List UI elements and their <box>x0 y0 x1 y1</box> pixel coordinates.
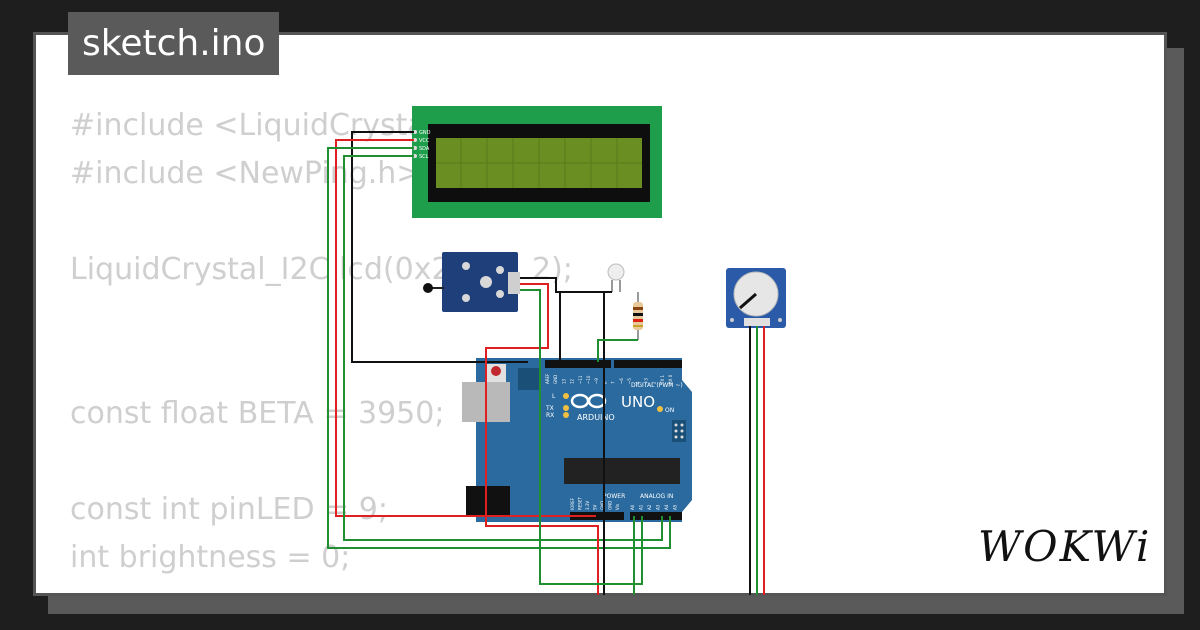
analog-label: ANALOG IN <box>640 493 673 500</box>
reset-button[interactable] <box>491 366 501 376</box>
pin-analog-a3: A3 <box>656 504 661 510</box>
pin-top--3: ~3 <box>643 378 648 384</box>
arduino-uno[interactable]: DIGITAL (PWM ~) UNO ARDUINO ON L TX RX P… <box>462 358 692 522</box>
led-on-indicator <box>657 406 663 412</box>
digital-label: DIGITAL (PWM ~) <box>631 382 683 389</box>
pin-power-reset: RESET <box>578 497 583 510</box>
code-line-1: #include <LiquidCrysta <box>70 108 426 143</box>
wokwi-logo[interactable]: WOKWi <box>978 522 1152 571</box>
digital-header-b <box>614 360 682 368</box>
wire-lcd-scl <box>343 155 663 541</box>
led-l-label: L <box>552 393 556 400</box>
lcd-pin-scl: SCL <box>419 154 429 160</box>
wire-therm-out <box>520 289 643 585</box>
led-bulb <box>607 263 625 281</box>
pin-top--11: ~11 <box>578 375 583 384</box>
analog-header <box>630 512 682 520</box>
pin-top-7: 7 <box>611 381 616 384</box>
pin-power-3-3v: 3.3V <box>585 501 590 510</box>
code-line-3: LiquidCrystal_I2C lcd(0x2 <box>70 252 451 287</box>
pin-top-gnd: GND <box>553 375 558 384</box>
pin-top-4: 4 <box>635 381 640 384</box>
potentiometer[interactable] <box>726 268 786 328</box>
pin-power-gnd: GND <box>608 501 613 510</box>
power-header <box>570 512 624 520</box>
pin-power-ioref: IOREF <box>570 497 575 510</box>
arduino-label: ARDUINO <box>577 413 615 422</box>
led-rx-indicator <box>563 412 569 418</box>
pin-top-aref: AREF <box>545 373 550 384</box>
pin-analog-a4: A4 <box>664 504 669 510</box>
code-line-3-tail: 2); <box>532 252 573 287</box>
pin-power-5v: 5V <box>593 504 598 510</box>
pin-top-12: 12 <box>570 378 575 384</box>
lcd-module[interactable]: GND VCC SDA SCL <box>412 106 662 218</box>
pin-analog-a2: A2 <box>647 504 652 510</box>
wire-lcd-vcc <box>335 139 596 517</box>
pin-power-gnd: GND <box>600 501 605 510</box>
pin-top--10: ~10 <box>586 375 591 384</box>
pin-analog-a5: A5 <box>673 504 678 510</box>
wire-therm-vcc <box>485 283 599 595</box>
code-line-2: #include <NewPing.h> <box>70 156 422 191</box>
pin-top-13: 13 <box>561 378 566 384</box>
wire-res-d9 <box>597 339 638 362</box>
pin-power-vin: Vin <box>615 503 620 510</box>
file-tab[interactable]: sketch.ino <box>68 12 280 75</box>
led-tx-indicator <box>563 405 569 411</box>
led-l-indicator <box>563 393 569 399</box>
pin-analog-a1: A1 <box>639 504 644 510</box>
code-line-6: int brightness = 0; <box>70 540 351 575</box>
lcd-char-grid <box>436 138 642 188</box>
thermistor-module[interactable] <box>423 252 520 312</box>
led-tx-label: TX <box>545 405 554 412</box>
pin-top--9: ~9 <box>594 378 599 384</box>
pin-analog-a0: A0 <box>630 504 635 510</box>
pin-top-2: 2 <box>652 381 657 384</box>
wire-lcd-sda <box>327 147 671 549</box>
wire-therm-gnd <box>520 277 605 595</box>
atmega-chip <box>564 458 680 484</box>
pin-top--6: ~6 <box>619 378 624 384</box>
pin-top-rx-0: RX 0 <box>668 374 673 384</box>
digital-header-a <box>545 360 611 368</box>
resistor[interactable] <box>633 292 643 340</box>
led-rx-label: RX <box>546 412 554 419</box>
uno-label: UNO <box>621 393 655 411</box>
thermistor-header <box>508 272 520 294</box>
wires <box>327 131 765 595</box>
wire-lcd-gnd <box>351 131 528 363</box>
power-label: POWER <box>603 493 625 500</box>
thermistor-bead <box>423 283 433 293</box>
power-jack <box>466 486 510 516</box>
pin-top--5: ~5 <box>627 378 632 384</box>
lcd-pin-sda: SDA <box>419 146 430 152</box>
led[interactable] <box>607 263 625 292</box>
on-label: ON <box>665 407 674 414</box>
pin-top-tx-1: TX 1 <box>660 375 665 385</box>
lcd-pin-vcc: VCC <box>419 138 430 144</box>
lcd-pin-gnd: GND <box>419 130 431 136</box>
code-line-5: const int pinLED = 9; <box>70 492 389 527</box>
wire-led-gnd <box>559 291 612 362</box>
